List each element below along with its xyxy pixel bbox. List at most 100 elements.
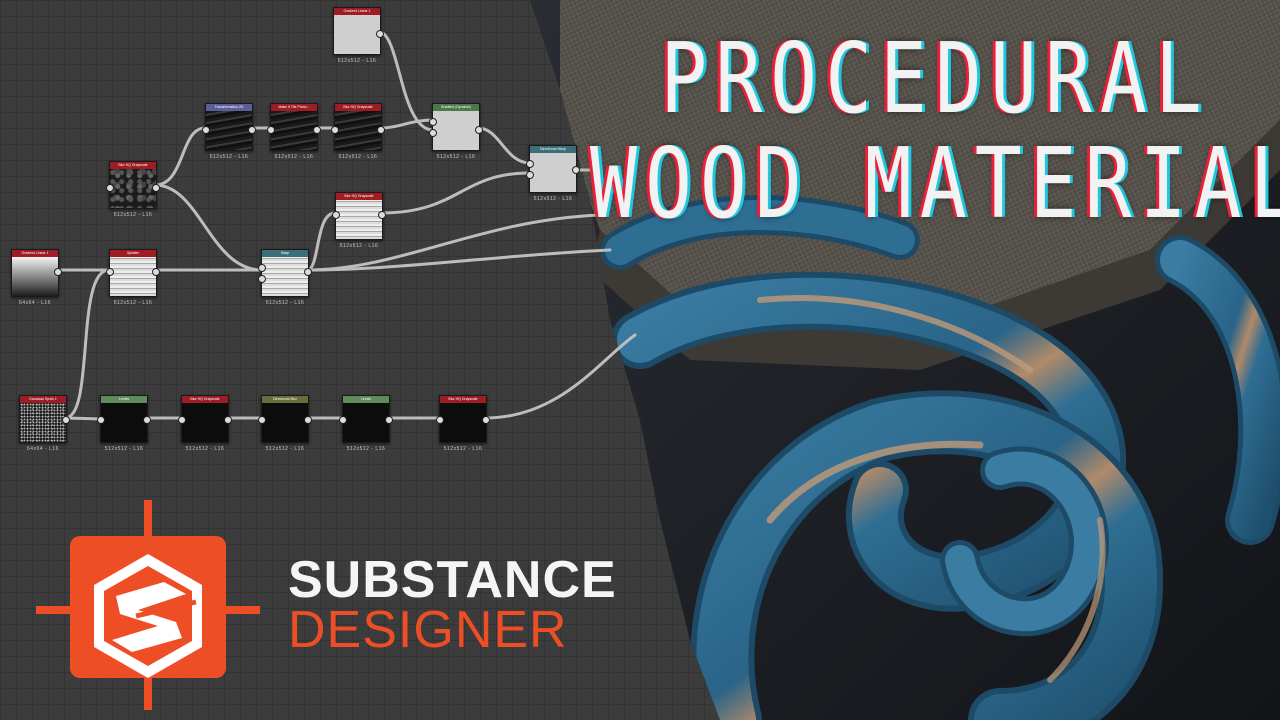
input-port[interactable] [106, 268, 114, 276]
output-port[interactable] [378, 211, 386, 219]
graph-node[interactable]: Blur HQ Grayscale 512x512 - L16 [178, 395, 232, 452]
node-resolution: 512x512 - L16 [338, 154, 378, 160]
input-port[interactable] [332, 211, 340, 219]
graph-node[interactable]: Blur HQ Grayscale 512x512 - L16 [332, 192, 386, 249]
output-port[interactable] [482, 416, 490, 424]
node-thumbnail [343, 403, 389, 442]
node-thumbnail [182, 403, 228, 442]
input-port[interactable] [258, 264, 266, 272]
node-resolution: 512x512 - L16 [185, 446, 225, 452]
brand-wordmark: SUBSTANCE DESIGNER [288, 554, 617, 656]
output-port[interactable] [385, 416, 393, 424]
headline-line-1: PROCEDURAL [660, 23, 1210, 136]
node-thumbnail [12, 257, 58, 296]
node-title: Gradient Linear 1 [12, 250, 58, 257]
node-resolution: 512x512 - L16 [209, 154, 249, 160]
graph-node[interactable]: Make It Tile Photo... 512x512 - L16 [267, 103, 321, 160]
output-port[interactable] [572, 166, 580, 174]
input-port[interactable] [258, 275, 266, 283]
input-port[interactable] [258, 416, 266, 424]
node-title: Gaussian Spots 1 [20, 396, 66, 403]
output-port[interactable] [475, 126, 483, 134]
output-port[interactable] [152, 268, 160, 276]
output-port[interactable] [143, 416, 151, 424]
node-title: Blur HQ Grayscale [336, 193, 382, 200]
node-thumbnail [206, 111, 252, 150]
node-resolution: 512x512 - L16 [337, 58, 377, 64]
input-port[interactable] [267, 126, 275, 134]
substance-designer-logo-icon [36, 500, 260, 710]
node-resolution: 512x512 - L16 [339, 243, 379, 249]
node-resolution: 512x512 - L16 [443, 446, 483, 452]
node-title: Gradient Linear 1 [334, 8, 380, 15]
node-resolution: 512x512 - L16 [436, 154, 476, 160]
node-title: Directional Warp [530, 146, 576, 153]
input-port[interactable] [429, 129, 437, 137]
graph-node[interactable]: Gradient Linear 1 64x64 - L16 [11, 249, 62, 306]
output-port[interactable] [313, 126, 321, 134]
output-port[interactable] [152, 184, 160, 192]
output-port[interactable] [62, 416, 70, 424]
graph-node[interactable]: Blur HQ Grayscale 512x512 - L16 [331, 103, 385, 160]
node-title: Blur HQ Grayscale [110, 162, 156, 169]
input-port[interactable] [429, 118, 437, 126]
node-thumbnail [271, 111, 317, 150]
output-port[interactable] [304, 268, 312, 276]
output-port[interactable] [248, 126, 256, 134]
node-thumbnail [334, 15, 380, 54]
input-port[interactable] [526, 171, 534, 179]
input-port[interactable] [526, 160, 534, 168]
graph-node[interactable]: Gradient Linear 1 512x512 - L16 [333, 7, 384, 64]
node-thumbnail [262, 257, 308, 296]
graph-node[interactable]: Transformation 2D 512x512 - L16 [202, 103, 256, 160]
node-title: Directional Blur [262, 396, 308, 403]
node-thumbnail [101, 403, 147, 442]
output-port[interactable] [304, 416, 312, 424]
input-port[interactable] [106, 184, 114, 192]
node-resolution: 512x512 - L16 [346, 446, 386, 452]
input-port[interactable] [436, 416, 444, 424]
node-title: Blur HQ Grayscale [440, 396, 486, 403]
node-thumbnail [336, 200, 382, 239]
node-thumbnail [110, 257, 156, 296]
node-title: Warp [262, 250, 308, 257]
node-title: Transformation 2D [206, 104, 252, 111]
output-port[interactable] [377, 126, 385, 134]
graph-node[interactable]: Levels 512x512 - L16 [97, 395, 151, 452]
node-resolution: 512x512 - L16 [113, 300, 153, 306]
node-title: Blur HQ Grayscale [182, 396, 228, 403]
graph-node[interactable]: Directional Warp 512x512 - L16 [526, 145, 580, 202]
node-resolution: 512x512 - L16 [265, 446, 305, 452]
input-port[interactable] [202, 126, 210, 134]
node-thumbnail [530, 153, 576, 192]
node-resolution: 512x512 - L16 [274, 154, 314, 160]
graph-node[interactable]: Splatter 512x512 - L16 [106, 249, 160, 306]
node-thumbnail [440, 403, 486, 442]
node-title: Levels [343, 396, 389, 403]
node-title: Levels [101, 396, 147, 403]
graph-node[interactable]: Gradient (Dynamic) 512x512 - L16 [429, 103, 483, 160]
output-port[interactable] [224, 416, 232, 424]
node-resolution: 512x512 - L16 [104, 446, 144, 452]
input-port[interactable] [331, 126, 339, 134]
node-thumbnail [20, 403, 66, 442]
graph-node[interactable]: Levels 512x512 - L16 [339, 395, 393, 452]
input-port[interactable] [339, 416, 347, 424]
node-resolution: 64x64 - L16 [19, 300, 51, 306]
input-port[interactable] [97, 416, 105, 424]
input-port[interactable] [178, 416, 186, 424]
node-title: Blur HQ Grayscale [335, 104, 381, 111]
graph-node[interactable]: Warp 512x512 - L16 [258, 249, 312, 306]
graph-node[interactable]: Blur HQ Grayscale 512x512 - L16 [106, 161, 160, 218]
graph-node[interactable]: Gaussian Spots 1 64x64 - L16 [19, 395, 70, 452]
node-thumbnail [335, 111, 381, 150]
output-port[interactable] [54, 268, 62, 276]
graph-node[interactable]: Directional Blur 512x512 - L16 [258, 395, 312, 452]
node-title: Gradient (Dynamic) [433, 104, 479, 111]
node-thumbnail [433, 111, 479, 150]
headline-line-2: WOOD MATERIAL [590, 128, 1280, 241]
graph-node[interactable]: Blur HQ Grayscale 512x512 - L16 [436, 395, 490, 452]
output-port[interactable] [376, 30, 384, 38]
node-title: Make It Tile Photo... [271, 104, 317, 111]
